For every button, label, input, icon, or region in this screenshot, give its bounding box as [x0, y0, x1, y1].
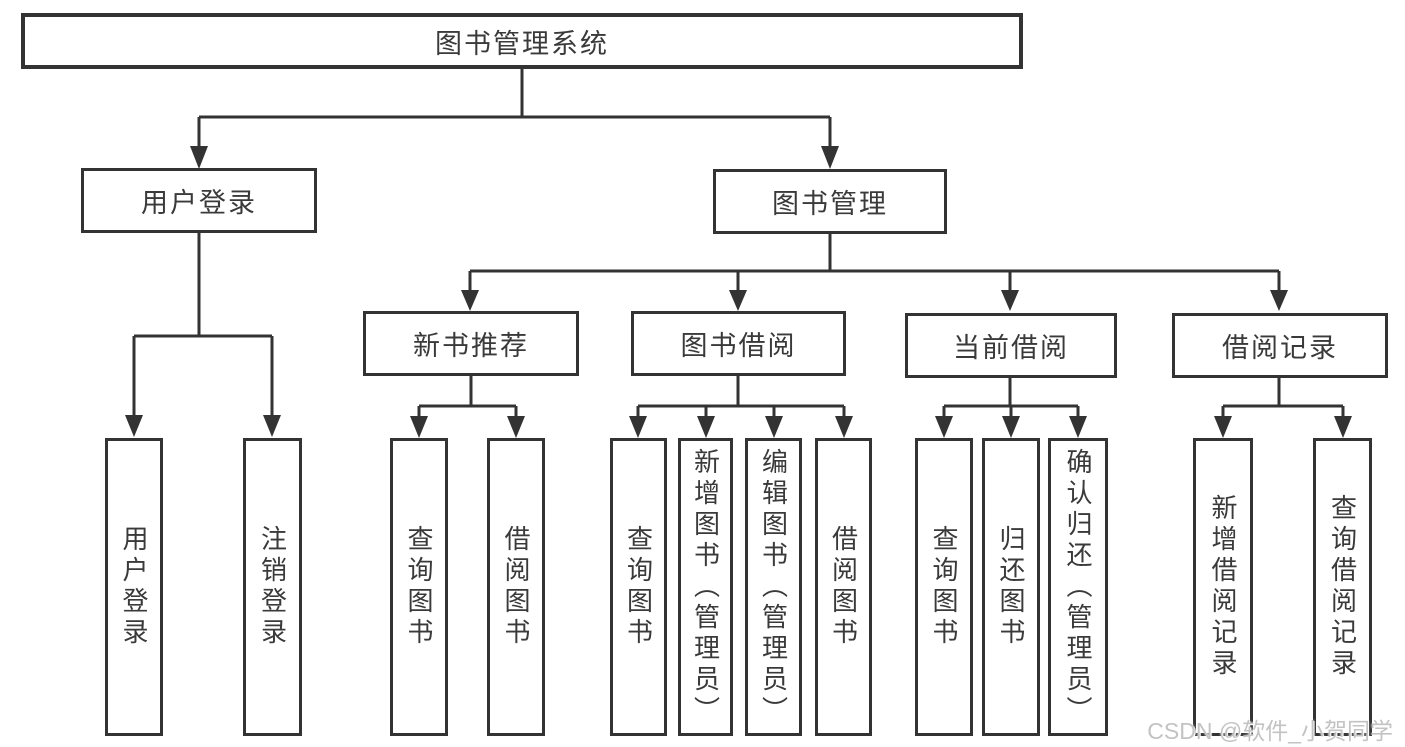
node-new-book-recommend: 新书推荐: [363, 311, 579, 376]
leaf-query-books-recommend: 查询图书: [390, 438, 448, 736]
node-book-management: 图书管理: [713, 169, 947, 234]
leaf-query-books-borrowing: 查询图书: [610, 438, 667, 736]
arrowheads: [125, 146, 1352, 438]
leaf-add-books-admin: 新增图书（管理员）: [678, 438, 733, 736]
leaf-add-borrow-record: 新增借阅记录: [1193, 438, 1253, 736]
leaf-return-books: 归还图书: [982, 438, 1040, 736]
watermark: CSDN @软件_小贺同学: [1147, 718, 1393, 744]
leaf-user-login: 用户登录: [105, 438, 163, 736]
leaf-confirm-return-admin: 确认归还（管理员）: [1048, 438, 1108, 736]
node-book-borrowing: 图书借阅: [631, 311, 846, 376]
leaf-edit-books-admin: 编辑图书（管理员）: [745, 438, 802, 736]
leaf-query-books-current: 查询图书: [915, 438, 973, 736]
node-root: 图书管理系统: [21, 13, 1023, 69]
node-borrowing-records: 借阅记录: [1172, 313, 1388, 378]
node-current-borrowing: 当前借阅: [905, 313, 1117, 378]
node-user-login: 用户登录: [81, 168, 317, 233]
leaf-borrow-books-recommend: 借阅图书: [487, 438, 545, 736]
leaf-borrow-books-borrowing: 借阅图书: [815, 438, 872, 736]
leaf-logout-login: 注销登录: [243, 438, 302, 736]
leaf-query-borrow-record: 查询借阅记录: [1313, 438, 1372, 736]
